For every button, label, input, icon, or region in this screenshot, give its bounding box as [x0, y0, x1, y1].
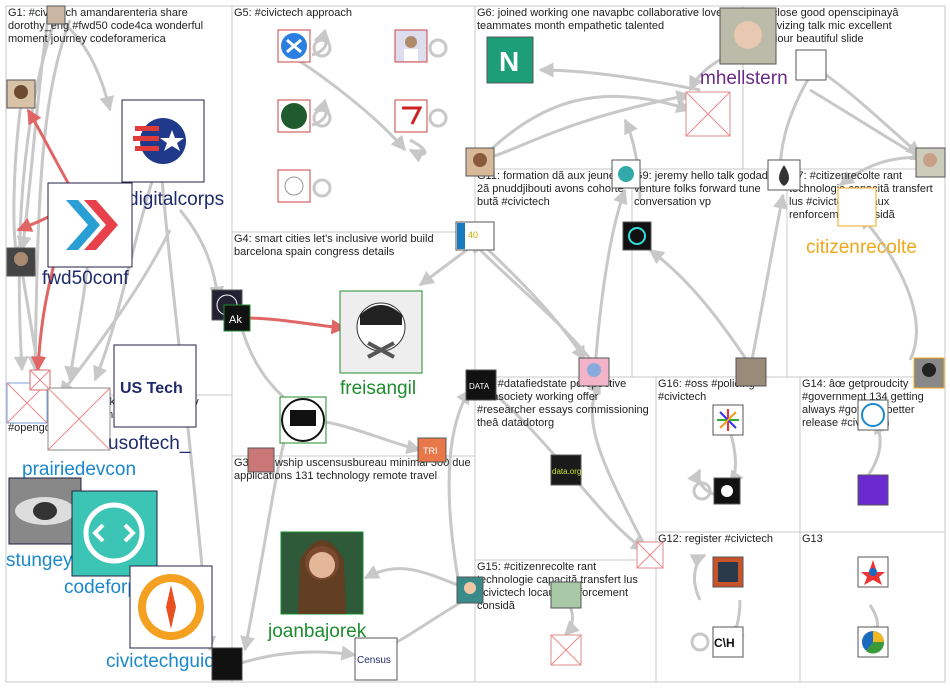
- node-fwd50conf[interactable]: fwd50conf: [42, 182, 133, 289]
- node-g7-drop[interactable]: [767, 159, 801, 191]
- node-g6-x[interactable]: [685, 91, 731, 137]
- node-g14-globe[interactable]: [857, 399, 889, 431]
- group-title-g11: G11: formation dã aux jeunes 2ã pnuddjib…: [477, 170, 624, 208]
- node-prairiedevcon[interactable]: prairiedevcon: [22, 387, 136, 480]
- node-usoftech[interactable]: US Tech usoftech_: [108, 344, 197, 454]
- node-g11-un[interactable]: 40: [455, 221, 495, 251]
- node-g15-x[interactable]: [550, 634, 582, 666]
- node-chh[interactable]: C\H: [712, 626, 744, 658]
- group-box-g13: [799, 531, 946, 683]
- node-g12-rect[interactable]: [712, 556, 744, 588]
- node-g4-tri[interactable]: TRI: [417, 437, 447, 463]
- node-stungeye[interactable]: stungey: [6, 477, 82, 571]
- node-g9-dark[interactable]: [622, 221, 652, 251]
- group-title-g9: G9: jeremy hello talk godaddy venture fo…: [634, 170, 780, 208]
- node-small-g1-top[interactable]: [46, 5, 66, 25]
- datafied-logo-text: DATA: [469, 382, 490, 391]
- node-g10-person[interactable]: [915, 147, 946, 178]
- node-avatar-g1-a[interactable]: [6, 79, 36, 109]
- node-g2-black[interactable]: [211, 647, 243, 681]
- node-data-org[interactable]: data.org: [550, 454, 582, 486]
- label-usoftech: usoftech_: [108, 433, 191, 454]
- group-box-g12: [655, 531, 801, 683]
- navapbc-logo-text: N: [499, 46, 519, 77]
- svg-text:40: 40: [468, 230, 478, 240]
- node-citizenrecolte[interactable]: citizenrecolte: [806, 187, 917, 258]
- node-g5-green[interactable]: [277, 99, 311, 133]
- node-g2-small-red[interactable]: [29, 369, 51, 391]
- node-g4-building[interactable]: [279, 396, 327, 444]
- label-prairiedevcon: prairiedevcon: [22, 459, 136, 480]
- svg-text:Ak: Ak: [229, 314, 242, 326]
- node-g16-dark[interactable]: [713, 477, 741, 505]
- label-joanbajorek: joanbajorek: [267, 621, 367, 642]
- node-g8-datafied[interactable]: DATA: [465, 369, 497, 401]
- node-avatar-g1-b[interactable]: [6, 247, 36, 277]
- node-g6-person[interactable]: [465, 147, 495, 177]
- node-mhellstern[interactable]: mhellstern: [700, 7, 788, 89]
- edges-red: [16, 108, 347, 372]
- self-loop-g12: [690, 632, 710, 652]
- data-org-logo-text: data.org: [552, 467, 581, 476]
- node-g16-burst[interactable]: [712, 404, 744, 436]
- node-census[interactable]: Census: [354, 637, 398, 681]
- group-box-g15: [474, 559, 657, 683]
- svg-text:TRI: TRI: [423, 446, 438, 456]
- node-g5-blue-logo[interactable]: [277, 29, 311, 63]
- census-logo-text: Census: [357, 655, 391, 666]
- node-civictechguide[interactable]: civictechguide: [106, 565, 225, 672]
- node-g8-x[interactable]: [636, 541, 664, 569]
- node-g13-star[interactable]: [857, 556, 889, 588]
- node-g10-small[interactable]: [795, 49, 827, 81]
- self-loop-g16: [692, 481, 712, 501]
- group-title-g3: G3: fellowship uscensusbureau minimal 30…: [234, 457, 471, 482]
- label-citizenrecolte: citizenrecolte: [806, 237, 917, 258]
- node-g9-teal[interactable]: [611, 159, 641, 189]
- node-g14-purple[interactable]: [857, 474, 889, 506]
- node-g15-person[interactable]: [456, 576, 484, 604]
- label-stungeye: stungey: [6, 550, 73, 571]
- node-digitalcorps[interactable]: digitalcorps: [121, 99, 224, 210]
- node-g11-pink[interactable]: [578, 357, 610, 387]
- node-freisangil[interactable]: freisangil: [339, 290, 423, 399]
- group-title-g5: G5: #civictech approach: [234, 7, 353, 19]
- group-title-g4: G4: smart cities let's inclusive world b…: [234, 233, 434, 258]
- label-freisangil: freisangil: [340, 378, 416, 399]
- label-civictechguide: civictechguide: [106, 651, 225, 672]
- node-navapbc[interactable]: N: [486, 36, 534, 84]
- node-g4-ak[interactable]: Ak: [223, 304, 251, 332]
- group-title-g13: G13: [802, 533, 823, 545]
- node-g5-sketch[interactable]: [277, 169, 311, 203]
- group-title-g8: G8: #datafiedstate perspective datasocie…: [477, 378, 649, 429]
- node-g9-person[interactable]: [735, 357, 767, 387]
- group-title-g16: G16: #oss #policing #civictech: [658, 378, 755, 403]
- node-joanbajorek[interactable]: joanbajorek: [267, 531, 367, 642]
- self-loops-g5: [312, 38, 448, 198]
- node-g15-map[interactable]: [550, 581, 582, 609]
- node-g5-red-logo[interactable]: [394, 99, 428, 133]
- node-g7-person[interactable]: [913, 357, 945, 389]
- label-mhellstern: mhellstern: [700, 68, 788, 89]
- group-title-g6: G6: joined working one navapbc collabora…: [477, 7, 729, 32]
- label-digitalcorps: digitalcorps: [128, 189, 224, 210]
- node-g5-person[interactable]: [394, 29, 428, 63]
- group-title-g12: G12: register #civictech: [658, 533, 773, 545]
- chh-logo-text: C\H: [714, 636, 735, 650]
- node-g13-pie[interactable]: [857, 626, 889, 658]
- group-title-g1: G1: #civictech amandarenteria share doro…: [8, 7, 204, 45]
- usoftech-logo-text: US Tech: [120, 380, 183, 397]
- node-g4-small-person[interactable]: [247, 447, 275, 473]
- label-fwd50conf: fwd50conf: [42, 268, 129, 289]
